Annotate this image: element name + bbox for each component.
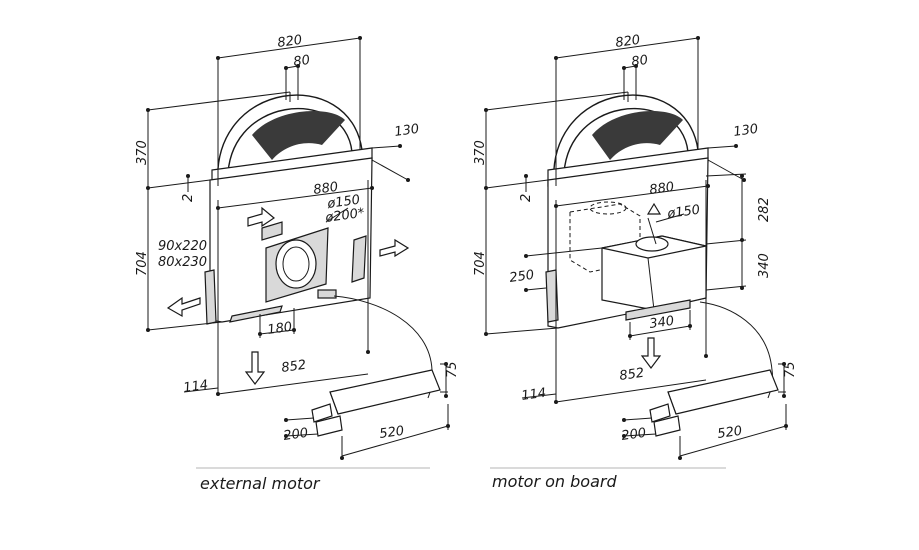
left-dim-side-vent-1: 90x220 [158,239,207,254]
right-airflow-arrow [640,337,662,369]
left-dim-lip: 2 [181,194,196,202]
right-dim-arch-height: 370 [473,140,488,165]
left-dim-duct-150: ø150 [325,193,361,213]
left-dim-base-depth: 114 [182,378,209,396]
right-dimension-lines [485,37,787,460]
left-dimension-lines [147,37,449,460]
right-dim-width-top: 820 [614,33,641,51]
right-dim-width-base: 852 [618,366,645,384]
left-dim-slot: 180 [266,320,293,338]
left-body-panel [204,157,373,325]
right-dim-depth: 130 [732,122,759,140]
left-airflow-arrows [166,206,410,385]
right-caption: motor on board [492,472,617,491]
right-dim-transformer-width: 200 [620,426,647,444]
left-dim-transformer-length: 520 [378,424,405,442]
right-dim-motor-width: 340 [648,314,675,332]
right-dim-transformer-length: 520 [716,424,743,442]
right-dimension-labels: 820 80 130 370 2 880 ø150 282 340 250 70… [473,33,798,444]
right-transformer [649,301,779,437]
right-view: 820 80 130 370 2 880 ø150 282 340 250 70… [473,33,798,491]
left-dim-width-base: 852 [280,358,307,376]
right-dim-lip: 2 [519,194,534,202]
right-dim-body-height: 704 [473,251,488,276]
left-dim-arch-height: 370 [135,140,150,165]
right-dim-width-body: 880 [648,180,675,198]
left-dimension-dots [146,36,450,460]
right-dim-side: 250 [508,268,535,286]
left-dim-outlet: 80 [292,53,310,70]
left-dim-side-vent-2: 80x230 [158,255,207,270]
right-dim-motor-height: 340 [757,253,772,278]
left-caption: external motor [200,474,321,493]
left-dim-transformer-height: 75 [445,361,460,378]
left-transformer [311,295,441,437]
left-dim-duct-200: ø200* [323,206,365,227]
left-dim-width-body: 880 [312,180,339,198]
left-dim-depth: 130 [393,122,420,140]
right-dim-motor-offset: 282 [757,197,772,222]
left-view: 820 80 130 370 2 880 ø150 ø200* 90x220 8… [135,33,460,493]
right-dimension-dots [484,36,788,460]
left-dimension-labels: 820 80 130 370 2 880 ø150 ø200* 90x220 8… [135,33,460,444]
left-dim-transformer-width: 200 [282,426,309,444]
right-dim-duct-150: ø150 [665,203,701,223]
right-dim-transformer-height: 75 [783,361,798,378]
left-dim-width-top: 820 [276,33,303,51]
right-dim-outlet: 80 [630,53,648,70]
right-dim-base-depth: 114 [520,386,547,404]
right-body-panel [545,157,709,329]
left-dim-body-height: 704 [135,251,150,276]
